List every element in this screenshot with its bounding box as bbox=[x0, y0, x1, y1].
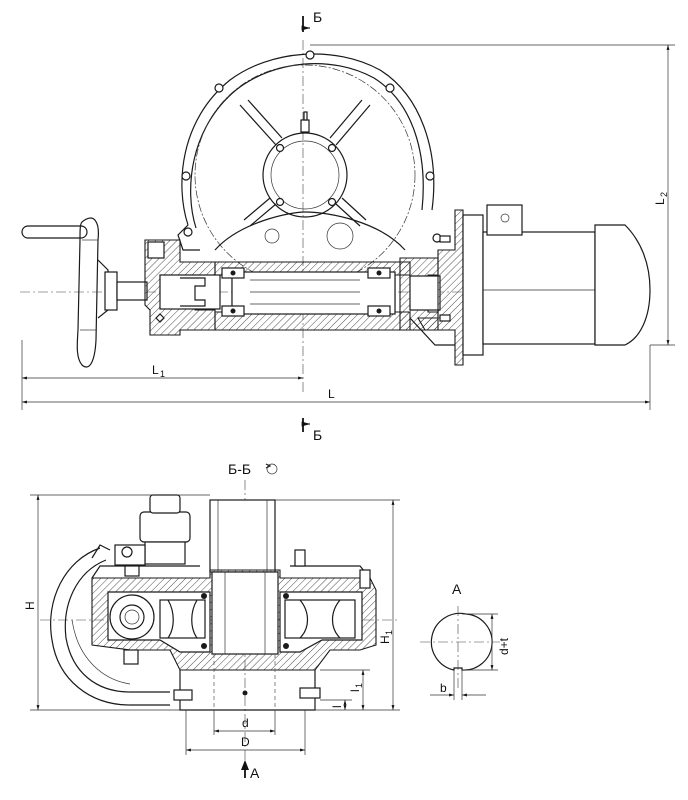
dim-H-label: H bbox=[23, 601, 37, 610]
dim-H1-label: H bbox=[378, 635, 392, 644]
view-label-bottom: А bbox=[250, 765, 260, 781]
dim-L2-label: L bbox=[653, 198, 667, 205]
view-a-title: А bbox=[452, 581, 462, 597]
side-motor bbox=[114, 494, 191, 566]
dim-L-label: L bbox=[328, 387, 335, 401]
rim-bolts bbox=[181, 50, 442, 243]
dim-l1-label: l bbox=[348, 689, 362, 692]
dimension-l1: l 1 bbox=[320, 669, 370, 710]
dim-l1-subscript: 1 bbox=[354, 683, 364, 688]
base-flange bbox=[173, 654, 321, 755]
electric-motor bbox=[409, 204, 651, 366]
view-a: А d+t b bbox=[420, 581, 511, 700]
dim-l-label: l bbox=[330, 705, 344, 708]
dim-b-label: b bbox=[440, 681, 447, 695]
handwheel-side bbox=[50, 544, 170, 706]
handwheel bbox=[21, 217, 148, 368]
dim-d-label: d bbox=[242, 716, 249, 730]
dimension-H1: H 1 bbox=[275, 499, 400, 711]
section-label-top: Б bbox=[313, 9, 322, 25]
gearbox-section bbox=[91, 549, 377, 671]
view-arrow-a: А bbox=[241, 760, 260, 781]
dimension-L: L bbox=[21, 340, 651, 410]
worm-wheel-housing bbox=[177, 50, 442, 286]
worm-shaft-section bbox=[144, 239, 441, 336]
dimension-L1: L 1 bbox=[22, 363, 303, 380]
section-title: Б-Б bbox=[228, 461, 251, 477]
main-view: Б Б L L 1 L 2 bbox=[20, 9, 675, 443]
dimension-D: D bbox=[186, 735, 305, 752]
section-mark-top: Б bbox=[301, 9, 322, 32]
dim-D-label: D bbox=[241, 735, 250, 749]
dimension-d: d bbox=[214, 716, 275, 733]
section-mark-bottom: Б bbox=[301, 418, 322, 443]
dimension-l: l bbox=[320, 699, 352, 710]
dim-H1-subscript: 1 bbox=[384, 630, 394, 635]
dim-L2-subscript: 2 bbox=[659, 192, 669, 197]
dim-L1-label: L bbox=[152, 363, 159, 377]
dimension-L2: L 2 bbox=[310, 44, 675, 346]
section-b-b-view: Б-Б bbox=[23, 461, 400, 781]
section-label-bottom: Б bbox=[313, 427, 322, 443]
output-tube bbox=[209, 499, 276, 573]
dim-dt-label: d+t bbox=[497, 637, 511, 655]
dim-L1-subscript: 1 bbox=[160, 369, 165, 379]
dimension-H: H bbox=[23, 494, 210, 711]
